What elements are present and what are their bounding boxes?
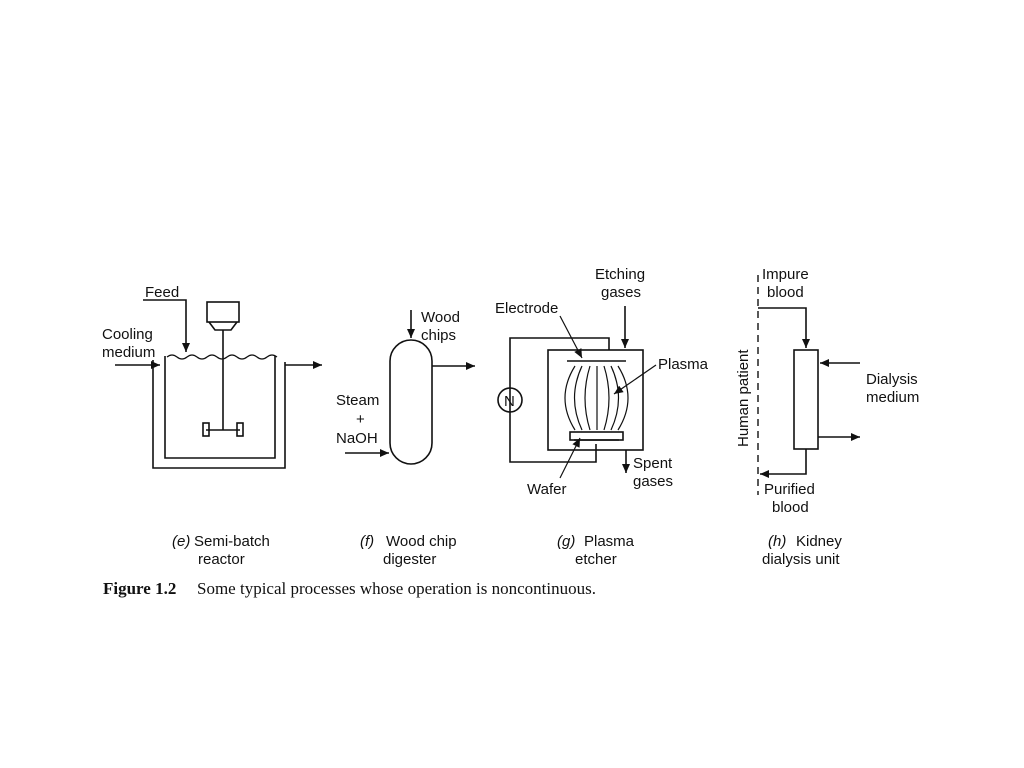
circuit-wire: [509, 337, 610, 463]
wafer-label: Wafer: [527, 481, 566, 498]
electrode-label: Electrode: [495, 300, 558, 317]
caption-f-letter: (f): [360, 533, 374, 550]
impure-blood-arrow: [758, 307, 810, 348]
caption-f-line2: digester: [383, 551, 436, 568]
impure-label: Impure: [762, 266, 809, 283]
purified-blood-label: blood: [772, 499, 809, 516]
reactor-jacket: [152, 360, 286, 469]
wafer: [569, 431, 624, 441]
panel-semi-batch-reactor: Feed Cooling medium: [102, 284, 322, 469]
caption-e-line2: reactor: [198, 551, 245, 568]
chips-label: chips: [421, 327, 456, 344]
figure-caption-text: Some typical processes whose operation i…: [197, 579, 596, 598]
power-source-label: N: [504, 393, 515, 410]
dialysis-label: Dialysis: [866, 371, 918, 388]
caption-g-letter: (g): [557, 533, 575, 550]
etcher-chamber: [547, 349, 644, 451]
feed-arrow: [143, 299, 190, 352]
cooling-medium-label: medium: [102, 344, 155, 361]
plasma-line: [573, 365, 583, 431]
caption-h-line1: Kidney: [796, 533, 842, 550]
caption-g-line2: etcher: [575, 551, 617, 568]
dialyzer: [793, 349, 819, 450]
cooling-label: Cooling: [102, 326, 153, 343]
purified-label: Purified: [764, 481, 815, 498]
plasma-line: [564, 365, 576, 431]
spent-gases-label: gases: [633, 473, 673, 490]
plasma-line: [603, 365, 610, 431]
stirrer-motor: [206, 301, 240, 323]
wafer-pointer: [559, 437, 581, 479]
panel-plasma-etcher: N Etching gases Electrode Plasma Wafer S…: [495, 266, 709, 498]
caption-f-line1: Wood chip: [386, 533, 457, 550]
plasma-label: Plasma: [658, 356, 709, 373]
plasma-line: [617, 365, 629, 431]
liquid-surface: [166, 354, 278, 360]
plasma-line: [584, 365, 591, 431]
feed-label: Feed: [145, 284, 179, 301]
wood-label: Wood: [421, 309, 460, 326]
motor-base: [208, 321, 238, 331]
panel-captions: (e) Semi-batch reactor (f) Wood chip dig…: [172, 533, 842, 568]
etching-gases-label: gases: [601, 284, 641, 301]
steam-label: Steam: [336, 392, 379, 409]
plasma-line: [610, 365, 620, 431]
impeller-blade-right: [236, 422, 244, 437]
impure-blood-label: blood: [767, 284, 804, 301]
caption-h-letter: (h): [768, 533, 786, 550]
impeller-blade-left: [202, 422, 210, 437]
panel-kidney-dialysis-unit: Impure blood Human patient Dialysis medi…: [735, 266, 919, 516]
caption-e-letter: (e): [172, 533, 190, 550]
naoh-label: NaOH: [336, 430, 378, 447]
caption-g-line1: Plasma: [584, 533, 635, 550]
caption-e-line1: Semi-batch: [194, 533, 270, 550]
purified-blood-arrow: [760, 449, 807, 478]
plus-label: +: [356, 411, 365, 428]
panel-wood-chip-digester: Wood chips Steam + NaOH: [336, 309, 475, 465]
figure-number: Figure 1.2: [103, 579, 176, 598]
reactor-vessel: [164, 356, 276, 459]
etching-label: Etching: [595, 266, 645, 283]
plasma-pointer: [613, 364, 657, 395]
spent-label: Spent: [633, 455, 673, 472]
caption-h-line2: dialysis unit: [762, 551, 840, 568]
dialysis-medium-label: medium: [866, 389, 919, 406]
digester-vessel: [389, 339, 433, 465]
human-patient-label: Human patient: [735, 349, 752, 447]
electrode-pointer: [559, 315, 583, 359]
power-source: [497, 387, 523, 413]
